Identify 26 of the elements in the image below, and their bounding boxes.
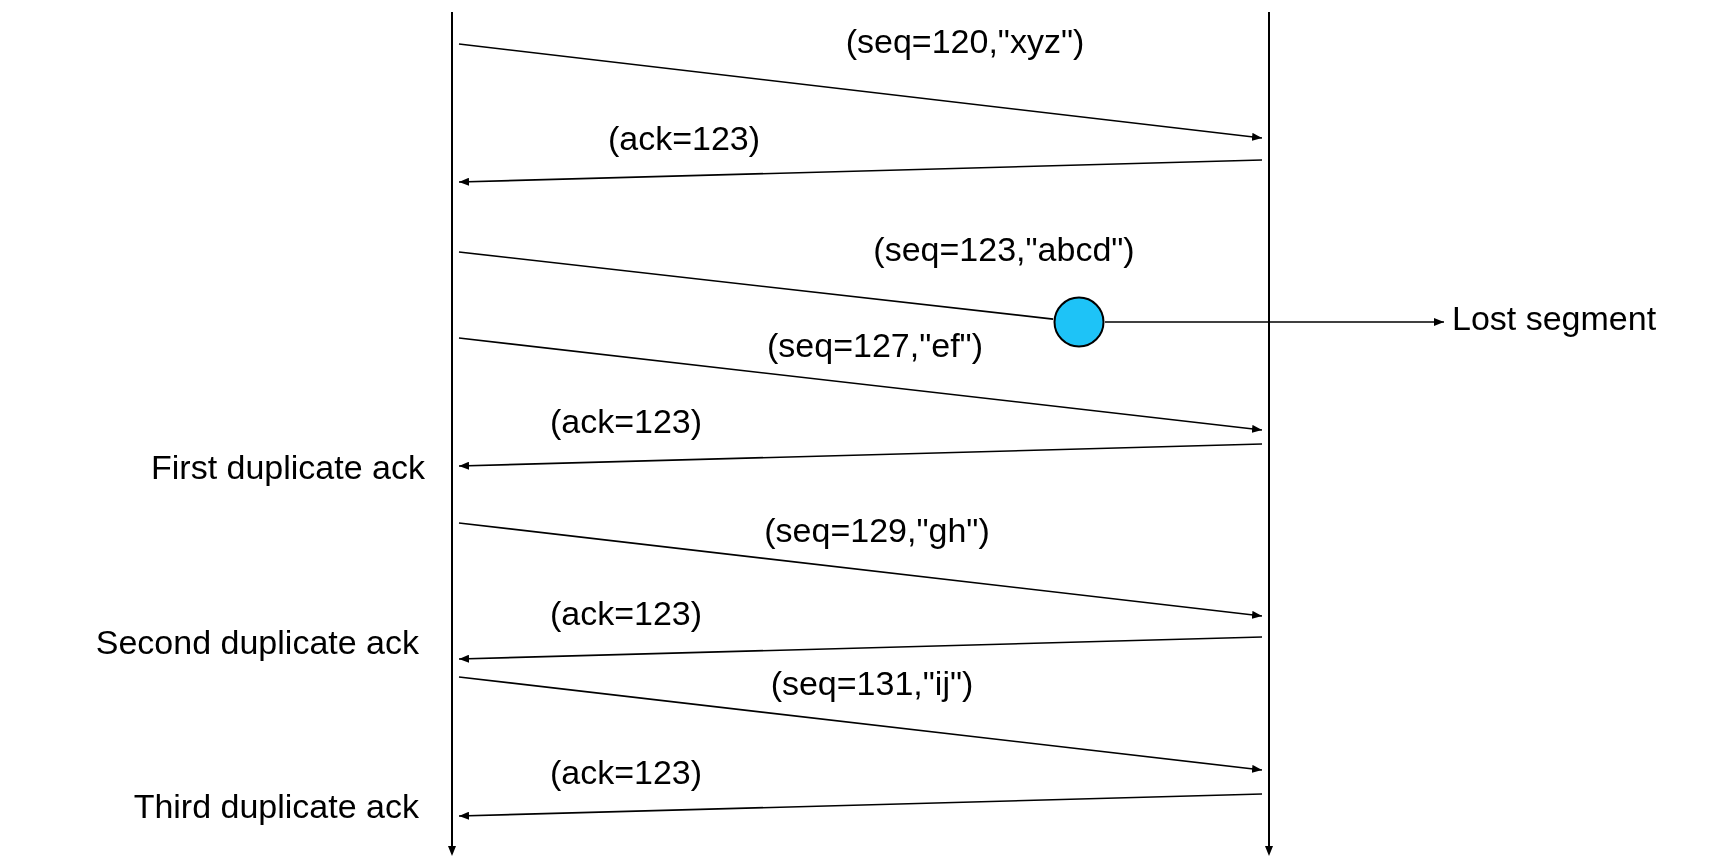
annotation-text: Lost segment bbox=[1452, 300, 1657, 338]
edge-label: (seq=123,"abcd") bbox=[873, 231, 1135, 269]
lifeline bbox=[445, 12, 459, 856]
arrow bbox=[458, 337, 1263, 433]
arrow bbox=[458, 159, 1263, 186]
edge-label: (seq=131,"ij") bbox=[770, 665, 974, 703]
edge-label: (ack=123) bbox=[549, 754, 703, 792]
edge-label: (seq=120,"xyz") bbox=[845, 23, 1085, 61]
connector-line bbox=[458, 251, 1054, 320]
arrow bbox=[458, 676, 1263, 773]
arrow bbox=[458, 636, 1263, 663]
arrow bbox=[458, 43, 1263, 141]
note-text: Third duplicate ack bbox=[133, 788, 419, 826]
edge-label: (ack=123) bbox=[607, 120, 761, 158]
edge-label: (seq=127,"ef") bbox=[767, 327, 983, 365]
note-text: Second duplicate ack bbox=[95, 624, 419, 662]
arrow bbox=[458, 793, 1263, 820]
arrow bbox=[1104, 318, 1445, 326]
note-text: First duplicate ack bbox=[151, 449, 425, 487]
edge-label: (seq=129,"gh") bbox=[764, 512, 990, 550]
edge-label: (ack=123) bbox=[549, 403, 703, 441]
arrow bbox=[458, 443, 1263, 470]
edge-label: (ack=123) bbox=[549, 595, 703, 633]
loss-circle bbox=[1053, 296, 1105, 348]
arrow bbox=[458, 522, 1263, 619]
lifeline bbox=[1262, 12, 1276, 856]
